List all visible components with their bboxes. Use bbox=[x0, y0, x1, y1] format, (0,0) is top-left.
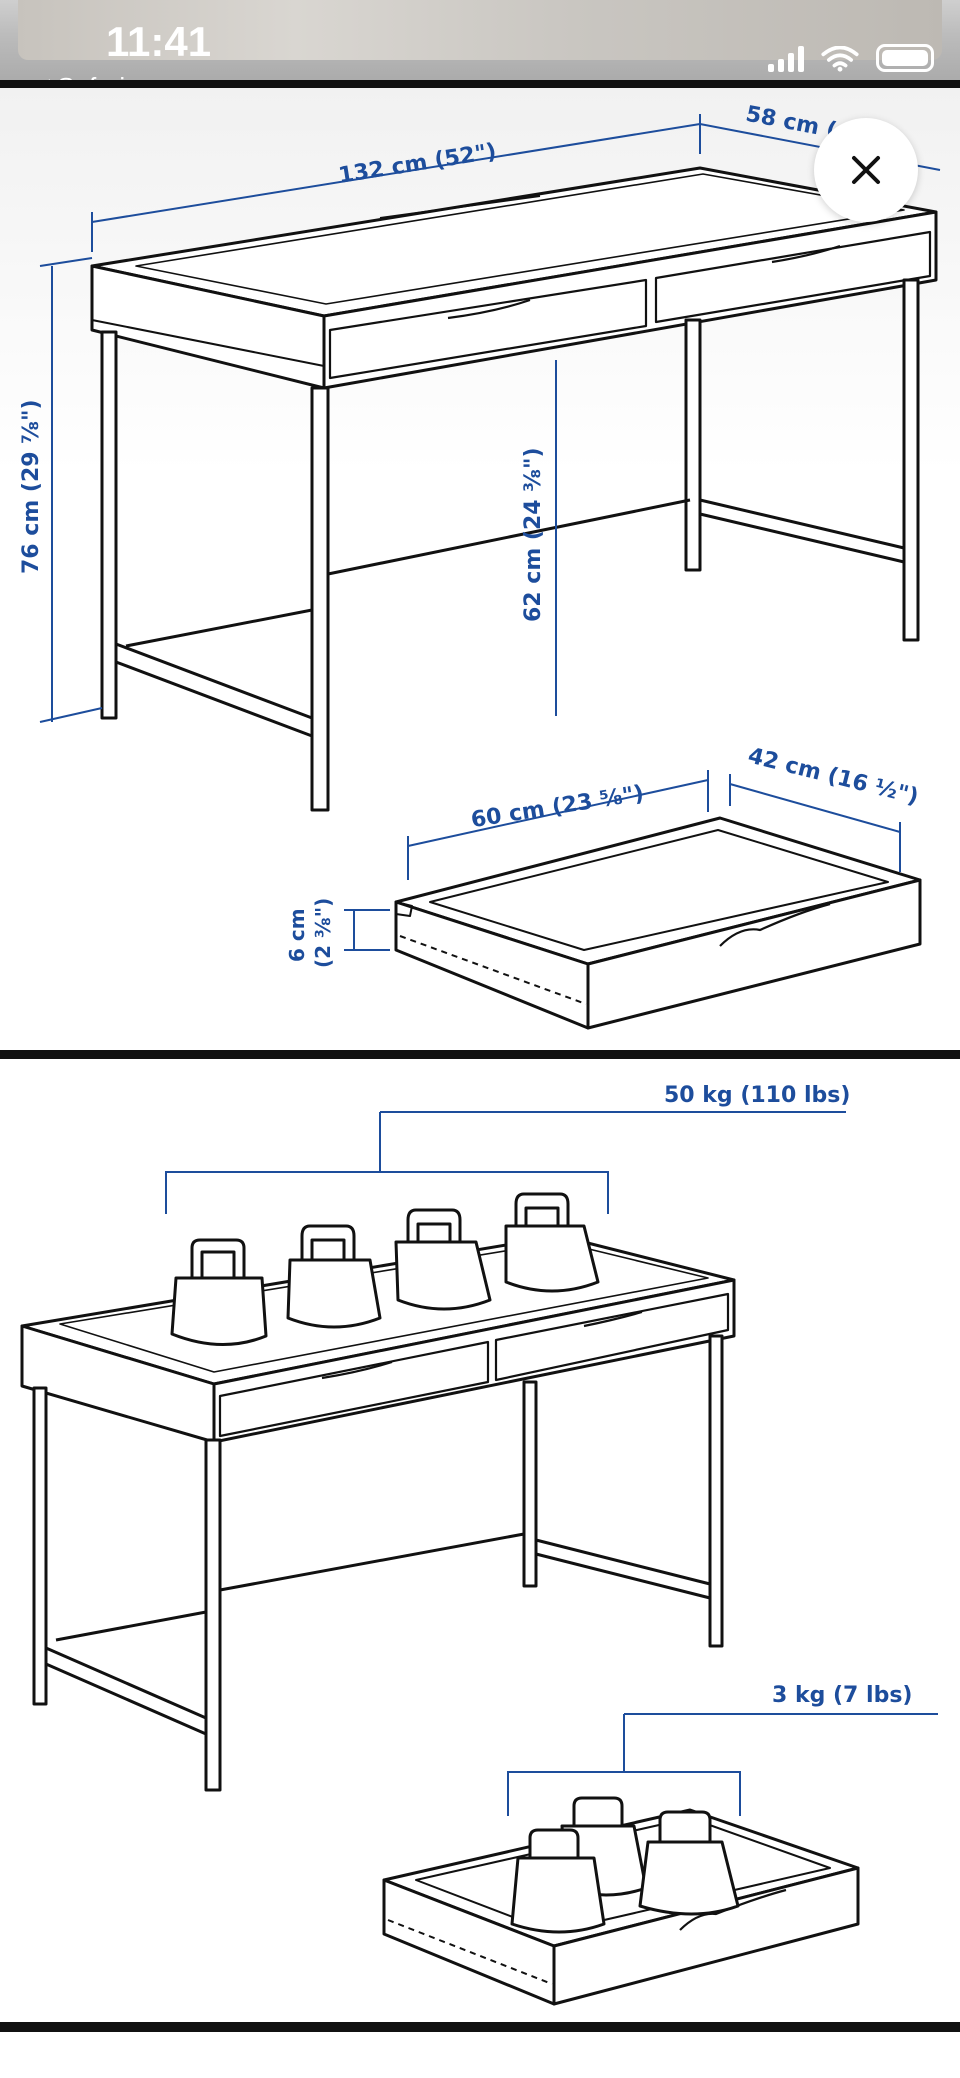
desk-drawing bbox=[90, 166, 938, 812]
status-bar: 11:41 ◀ Safari bbox=[0, 0, 960, 86]
load-brackets bbox=[165, 1111, 938, 1816]
width-dimension-label: 132 cm (52") bbox=[337, 139, 498, 189]
background-photo-strip bbox=[18, 0, 942, 60]
drawer-weight-3 bbox=[510, 1828, 606, 1934]
dimensions-diagram: 132 cm (52") 58 cm ( 76 cm (29 ⅞") 62 cm… bbox=[19, 102, 941, 1030]
divider-top bbox=[0, 80, 960, 88]
height-dimension-label: 76 cm (29 ⅞") bbox=[19, 399, 44, 574]
loads-diagram: 50 kg (110 lbs) 3 kg (7 lbs) bbox=[20, 1083, 938, 2006]
close-button[interactable] bbox=[814, 118, 918, 222]
drawer-load-label: 3 kg (7 lbs) bbox=[772, 1683, 912, 1708]
drawer-depth-dimension-label: 42 cm (16 ½") bbox=[745, 743, 920, 809]
leg-clearance-dimension-label: 62 cm (24 ⅜") bbox=[521, 447, 546, 622]
dimension-lines bbox=[39, 114, 941, 951]
drawer-weights bbox=[510, 1796, 740, 1934]
signal-icon bbox=[768, 46, 804, 72]
top-load-label: 50 kg (110 lbs) bbox=[664, 1083, 850, 1108]
weight-2 bbox=[286, 1224, 382, 1329]
desk-weights bbox=[170, 1192, 600, 1346]
weight-4 bbox=[504, 1192, 600, 1293]
battery-icon bbox=[876, 44, 934, 72]
close-icon bbox=[852, 156, 880, 184]
status-time: 11:41 bbox=[106, 18, 212, 65]
weight-3 bbox=[394, 1208, 492, 1311]
drawer-height-dimension-label-in: (2 ⅜") bbox=[311, 898, 335, 968]
drawer-width-dimension-label: 60 cm (23 ⅝") bbox=[469, 781, 645, 833]
divider-middle bbox=[0, 1050, 960, 1059]
divider-bottom bbox=[0, 2022, 960, 2032]
dimensions-panel: 132 cm (52") 58 cm ( 76 cm (29 ⅞") 62 cm… bbox=[0, 88, 960, 1050]
drawer-weight-2 bbox=[638, 1810, 740, 1916]
loads-panel: 50 kg (110 lbs) 3 kg (7 lbs) bbox=[0, 1059, 960, 2022]
wifi-icon bbox=[821, 46, 859, 72]
status-icons bbox=[768, 44, 934, 72]
drawer-height-dimension-label-cm: 6 cm bbox=[285, 908, 309, 962]
drawer-drawing bbox=[394, 816, 922, 1030]
weight-1 bbox=[170, 1238, 268, 1346]
